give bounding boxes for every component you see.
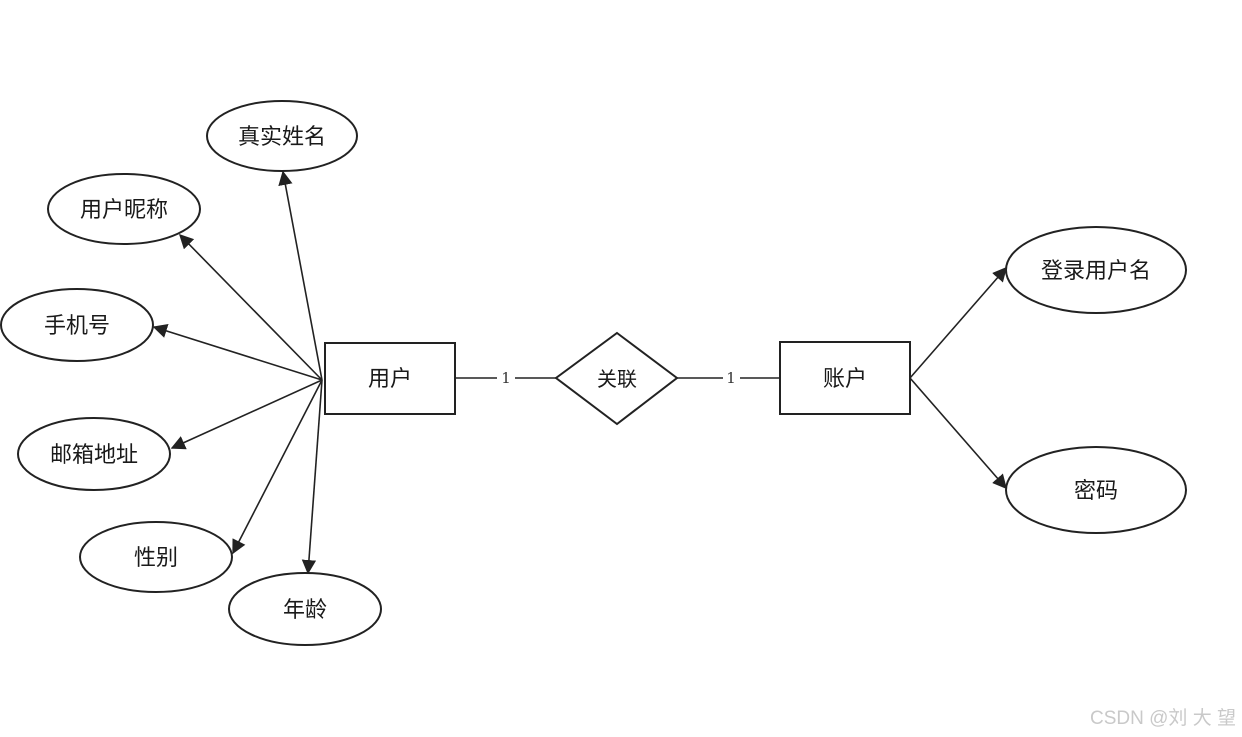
attribute-username: 登录用户名 [1005,226,1187,314]
account-attribute-edges [909,266,1007,490]
edge-user-nickname [178,233,323,381]
edge-user-real-name [278,170,323,381]
entity-account-label: 账户 [823,367,867,392]
relationship: 关联 [554,331,679,426]
edge-account-username [909,266,1007,379]
edge-account-password [909,377,1007,490]
attribute-phone: 手机号 [0,288,154,362]
entity-user: 用户 [324,342,456,415]
attribute-email-ellipse [17,417,171,491]
entity-user-label: 用户 [368,367,412,392]
entity-account: 账户 [779,341,911,415]
edge-user-age [301,379,323,575]
edge-user-phone [152,324,323,381]
user-attribute-edges [152,170,323,575]
attribute-age-label: 年龄 [283,598,327,623]
edge-user-email [170,379,323,450]
cardinality-left: 1 [501,369,511,387]
relationship-label: 关联 [597,367,637,391]
attribute-email-label: 邮箱地址 [50,443,138,468]
entity-user-box [324,342,456,415]
attribute-gender-ellipse [79,521,233,593]
relationship-connectors: 1 1 [455,369,780,387]
edge-user-gender [232,379,323,555]
attribute-phone-ellipse [0,288,154,362]
attribute-nickname-label: 用户昵称 [80,198,168,223]
attribute-password-ellipse [1005,446,1187,534]
relationship-diamond [554,331,679,426]
attribute-nickname-ellipse [47,173,201,245]
attribute-real-name-ellipse [206,100,358,172]
attribute-age: 年龄 [228,572,382,646]
cardinality-right: 1 [726,369,736,387]
attribute-password: 密码 [1005,446,1187,534]
attribute-phone-label: 手机号 [44,314,110,339]
attribute-gender: 性别 [79,521,233,593]
attribute-real-name-label: 真实姓名 [238,125,326,150]
entity-account-box [779,341,911,415]
watermark: CSDN @刘 大 望 [1090,707,1236,729]
attribute-age-ellipse [228,572,382,646]
attribute-email: 邮箱地址 [17,417,171,491]
attribute-password-label: 密码 [1074,479,1118,504]
attribute-username-ellipse [1005,226,1187,314]
attribute-gender-label: 性别 [134,546,178,571]
attribute-username-label: 登录用户名 [1041,259,1151,284]
attribute-real-name: 真实姓名 [206,100,358,172]
attribute-nickname: 用户昵称 [47,173,201,245]
